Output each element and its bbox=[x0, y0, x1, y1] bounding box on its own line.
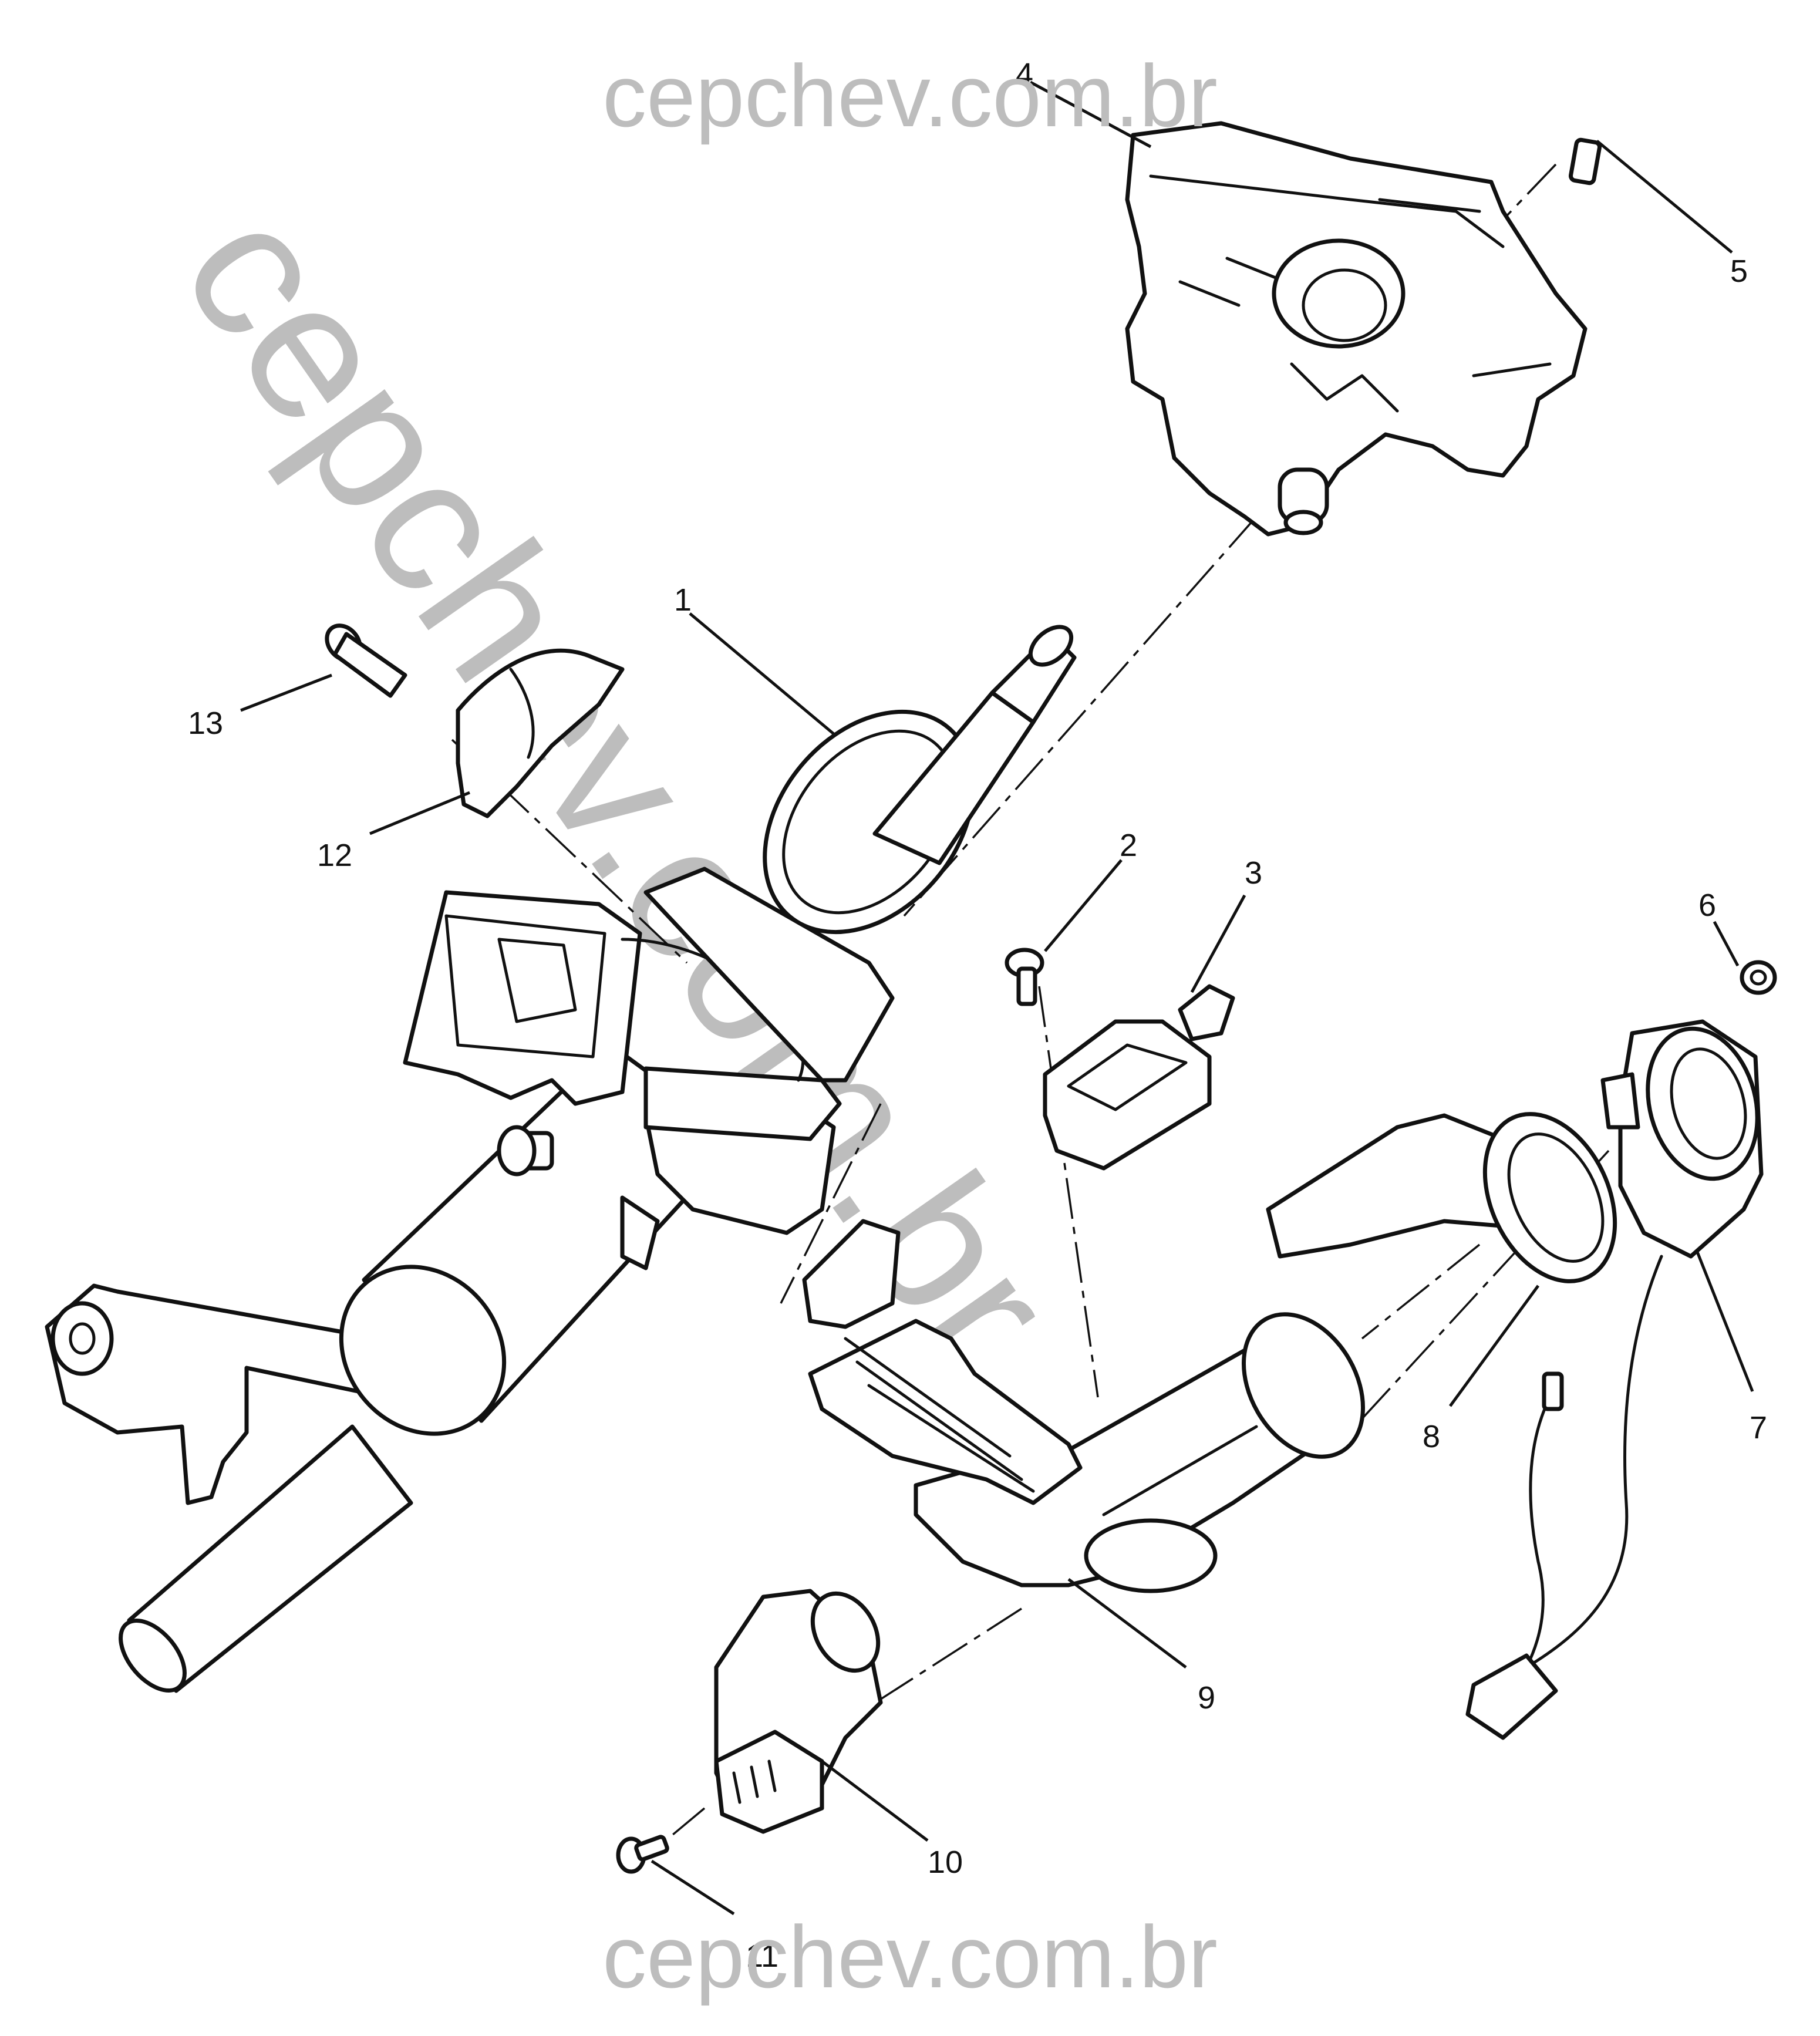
part-12-clip bbox=[456, 648, 625, 818]
callout-7: 7 bbox=[1750, 1410, 1767, 1445]
part-7-sensor-with-harness bbox=[1465, 1019, 1764, 1740]
part-13-bolt bbox=[325, 623, 407, 698]
part-11-screw bbox=[616, 1835, 669, 1874]
callout-6: 6 bbox=[1698, 888, 1716, 923]
leader-lines bbox=[240, 80, 1754, 1916]
callout-1: 1 bbox=[674, 582, 692, 618]
part-3-switch bbox=[1043, 984, 1235, 1171]
callout-numbers: 1 2 3 4 5 6 7 8 9 10 11 12 13 bbox=[188, 57, 1767, 1974]
callout-9: 9 bbox=[1198, 1680, 1215, 1715]
part-8-ring-housing bbox=[1266, 1112, 1617, 1283]
callout-4: 4 bbox=[1016, 57, 1033, 92]
callout-10: 10 bbox=[928, 1845, 963, 1880]
part-10-ignition-switch bbox=[714, 1589, 883, 1834]
part-2-screw bbox=[1005, 948, 1044, 1006]
callout-12: 12 bbox=[317, 838, 352, 873]
callout-8: 8 bbox=[1423, 1419, 1440, 1454]
watermark-top: cepchev.com.br bbox=[602, 46, 1218, 145]
callout-5: 5 bbox=[1730, 254, 1748, 289]
part-4-upper-bracket bbox=[1125, 121, 1588, 537]
callout-3: 3 bbox=[1245, 855, 1262, 891]
watermark-bottom: cepchev.com.br bbox=[602, 1907, 1218, 2006]
part-5-bolt bbox=[1568, 137, 1602, 186]
part-9-lock-housing bbox=[802, 1219, 1365, 1593]
callout-11: 11 bbox=[746, 1939, 778, 1974]
callout-2: 2 bbox=[1120, 828, 1137, 863]
part-6-screw bbox=[1740, 960, 1777, 995]
callout-13: 13 bbox=[188, 706, 223, 741]
part-1-steering-column bbox=[45, 625, 1077, 1693]
